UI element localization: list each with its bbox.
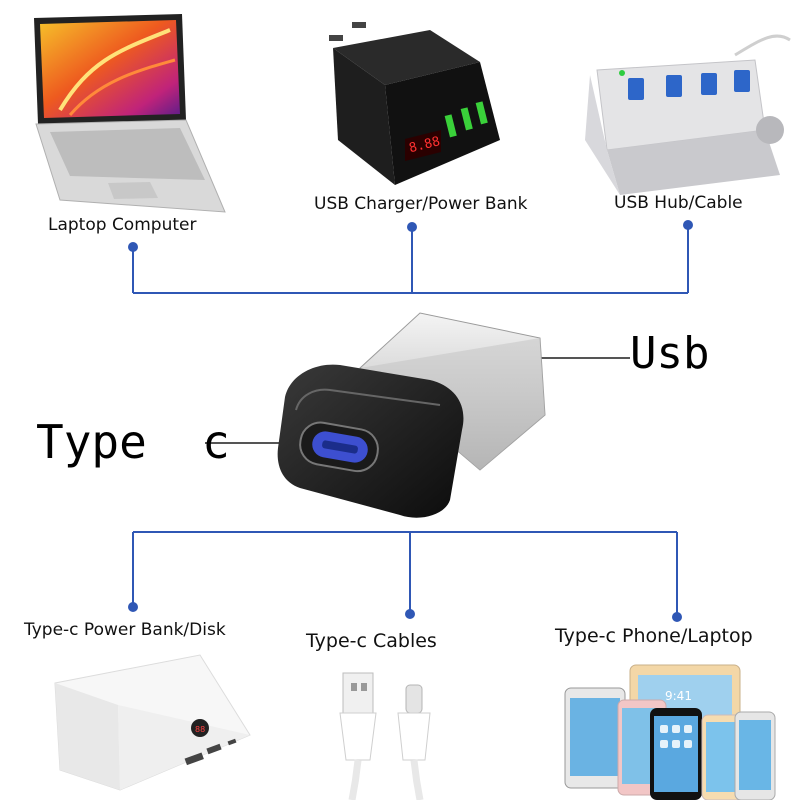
svg-text:8.88: 8.88 bbox=[408, 134, 442, 156]
dot-powerbank bbox=[128, 602, 138, 612]
dot-cables bbox=[405, 609, 415, 619]
label-typec-phone-laptop: Type-c Phone/Laptop bbox=[555, 625, 753, 647]
dot-phone bbox=[672, 612, 682, 622]
label-usb-hub: USB Hub/Cable bbox=[614, 193, 743, 213]
svg-text:9:41: 9:41 bbox=[665, 689, 692, 703]
dot-charger bbox=[407, 222, 417, 232]
label-typec-power-bank: Type-c Power Bank/Disk bbox=[24, 620, 226, 640]
svg-text:88: 88 bbox=[195, 725, 205, 734]
dot-hub bbox=[683, 220, 693, 230]
label-laptop-computer: Laptop Computer bbox=[48, 215, 197, 235]
label-type-c: Type c bbox=[36, 415, 230, 469]
label-usb: Usb bbox=[630, 328, 710, 379]
dot-laptop bbox=[128, 242, 138, 252]
label-usb-charger: USB Charger/Power Bank bbox=[314, 194, 528, 214]
label-typec-cables: Type-c Cables bbox=[306, 630, 437, 652]
